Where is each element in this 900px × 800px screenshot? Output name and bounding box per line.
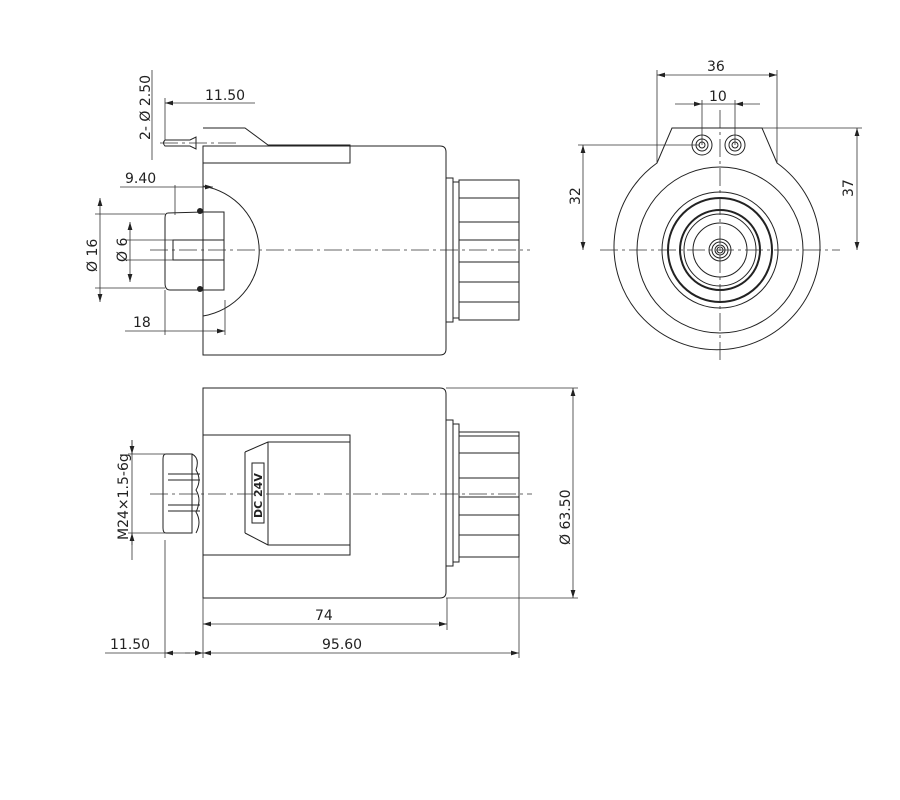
side-dimensions: M24×1.5-6g Ø 63.50 74 95.60 11.50 xyxy=(105,387,578,658)
dim-bore-dia: Ø 6 xyxy=(115,238,131,262)
dim-overall-length: 95.60 xyxy=(322,637,362,653)
dim-nut-offset: 9.40 xyxy=(125,171,156,187)
end-view xyxy=(600,110,840,360)
end-dimensions: 36 10 32 37 xyxy=(568,59,862,250)
coil-body-side xyxy=(202,387,447,599)
end-outline xyxy=(613,127,821,351)
side-view: DC 24V xyxy=(150,387,532,599)
dim-coil-dia: Ø 63.50 xyxy=(558,489,574,545)
section-hatch xyxy=(172,185,260,317)
dim-tab-height: 37 xyxy=(841,179,857,197)
dim-depth: 18 xyxy=(133,315,151,331)
coil-body xyxy=(202,145,447,356)
dim-pin-height: 32 xyxy=(568,187,584,205)
dim-pin-offset: 11.50 xyxy=(205,88,245,104)
dim-thread: M24×1.5-6g xyxy=(116,453,132,540)
voltage-label: DC 24V xyxy=(252,473,265,518)
front-view xyxy=(150,127,530,356)
connector-side xyxy=(445,419,520,567)
dim-tab-width: 36 xyxy=(707,59,725,75)
front-dimensions: 11.50 2- Ø 2.50 9.40 Ø 16 Ø 6 18 xyxy=(85,70,255,335)
terminal-tab xyxy=(203,127,351,164)
dim-body-length: 74 xyxy=(315,608,333,624)
nut-section xyxy=(164,211,204,291)
dim-outer-dia: Ø 16 xyxy=(85,239,101,272)
nut xyxy=(162,453,193,534)
dim-pin-dia: 2- Ø 2.50 xyxy=(138,75,154,140)
voltage-label-box xyxy=(251,462,265,524)
dim-nut-length: 11.50 xyxy=(110,637,150,653)
dim-pin-spacing: 10 xyxy=(709,89,727,105)
